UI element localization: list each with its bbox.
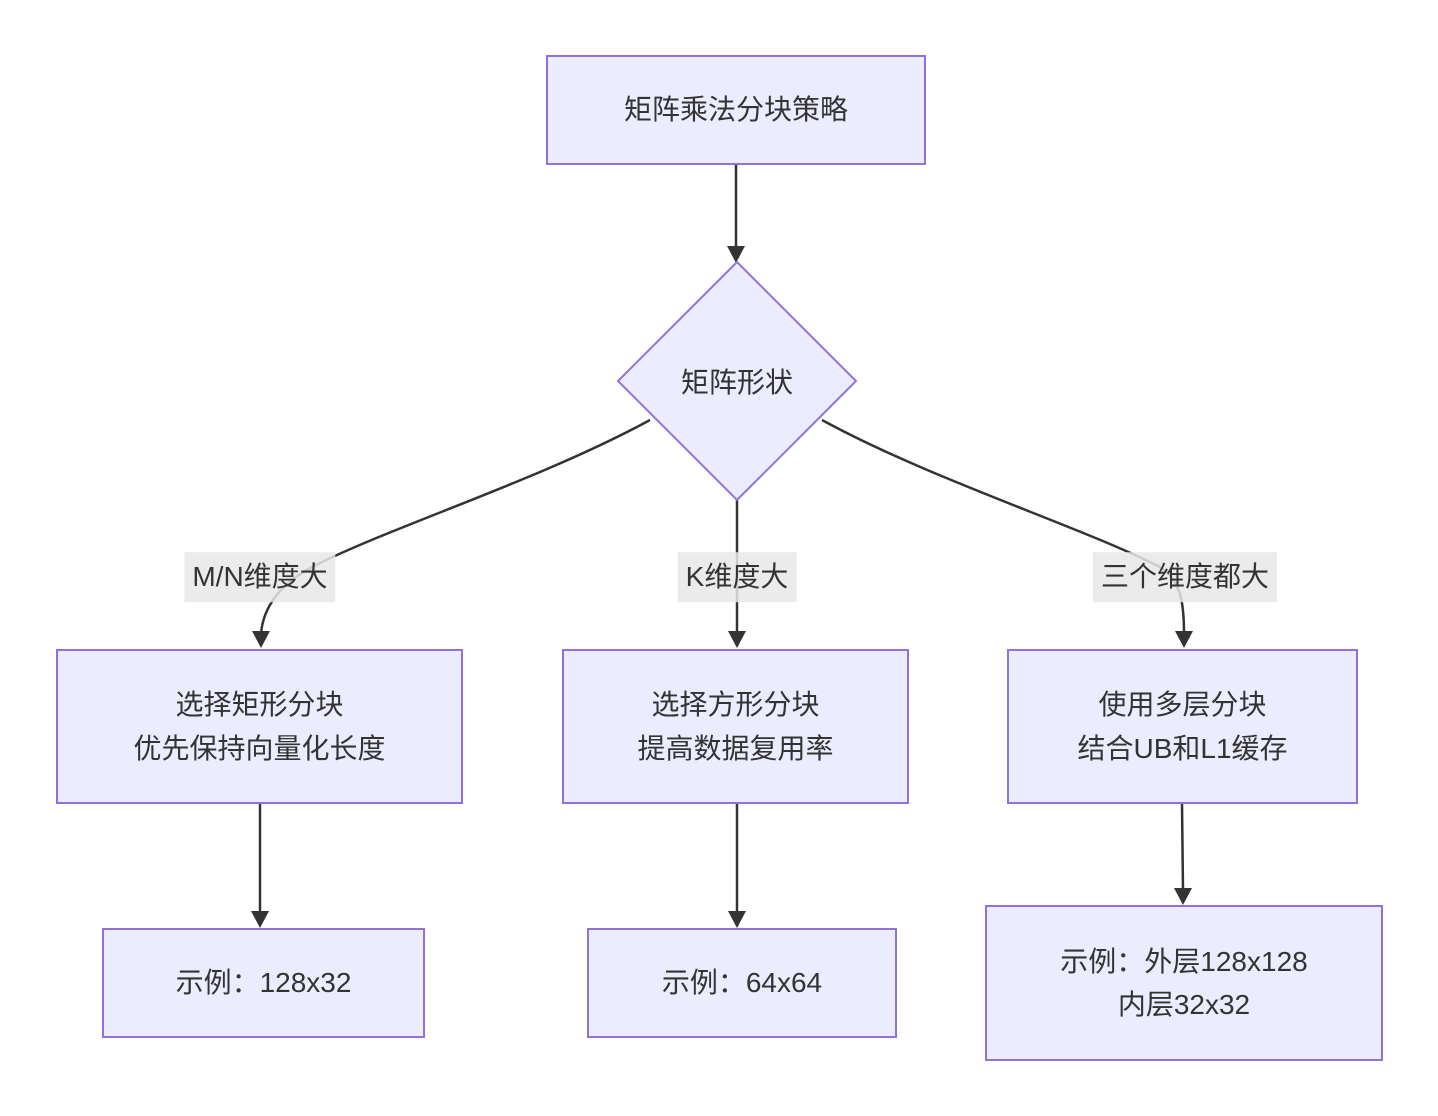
example-line: 示例：64x64 bbox=[661, 967, 823, 999]
edge-decision-to-branch3 bbox=[821, 418, 1186, 635]
node-branch3-example: 示例：外层128x128 内层32x32 bbox=[985, 905, 1383, 1061]
node-branch3-strategy: 使用多层分块 结合UB和L1缓存 bbox=[1007, 649, 1358, 804]
edge-label-branch2-condition: K维度大 bbox=[677, 552, 797, 602]
edge-label-branch3-condition: 三个维度都大 bbox=[1092, 552, 1278, 602]
node-branch1-example: 示例：128x32 bbox=[102, 928, 425, 1038]
arrowhead-icon bbox=[251, 911, 269, 928]
node-decision-label: 矩阵形状 bbox=[680, 367, 793, 398]
example-line: 示例：外层128x128 bbox=[1060, 945, 1308, 977]
arrowhead-icon bbox=[1175, 631, 1193, 648]
arrowhead-icon bbox=[728, 911, 746, 928]
node-root: 矩阵乘法分块策略 bbox=[546, 55, 926, 165]
example-line: 内层32x32 bbox=[1117, 989, 1251, 1020]
arrowhead-icon bbox=[728, 631, 746, 648]
node-branch1-strategy: 选择矩形分块 优先保持向量化长度 bbox=[56, 649, 463, 804]
strategy-line: 提高数据复用率 bbox=[637, 732, 834, 764]
strategy-line: 优先保持向量化长度 bbox=[133, 732, 386, 764]
node-branch2-strategy: 选择方形分块 提高数据复用率 bbox=[562, 649, 909, 804]
edge-label-branch1-condition: M/N维度大 bbox=[184, 552, 336, 602]
arrowhead-icon bbox=[1174, 888, 1192, 905]
decision-diamond-shape bbox=[616, 260, 858, 502]
strategy-line: 使用多层分块 bbox=[1098, 689, 1267, 721]
edge-decision-to-branch1 bbox=[259, 418, 651, 635]
strategy-line: 选择方形分块 bbox=[651, 689, 820, 721]
arrowhead-icon bbox=[252, 631, 270, 648]
strategy-line: 结合UB和L1缓存 bbox=[1077, 732, 1288, 764]
node-branch2-example: 示例：64x64 bbox=[587, 928, 897, 1038]
edge-branch3-to-example3 bbox=[1180, 803, 1185, 891]
strategy-line: 选择矩形分块 bbox=[175, 689, 344, 721]
node-root-label: 矩阵乘法分块策略 bbox=[623, 94, 848, 126]
example-line: 示例：128x32 bbox=[175, 967, 352, 999]
node-decision: 矩阵形状 bbox=[618, 262, 856, 500]
arrowhead-icon bbox=[727, 246, 745, 263]
